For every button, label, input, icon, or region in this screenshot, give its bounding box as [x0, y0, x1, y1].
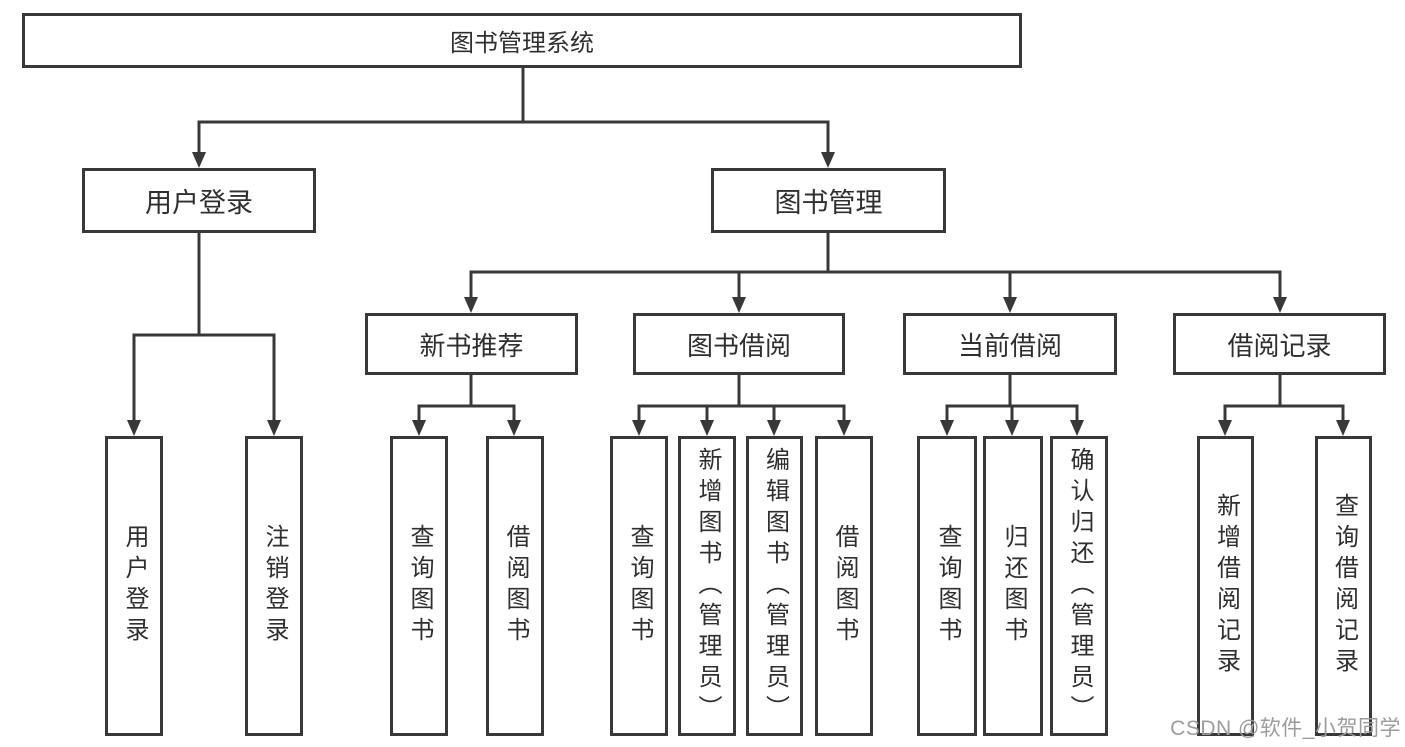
leaf-logout-label: 注销登录: [261, 524, 288, 648]
leaf-records-query-record-label: 查询借阅记录: [1330, 493, 1358, 679]
leaf-current-confirm-return-admin: 确认归还（管理员）: [1050, 436, 1108, 736]
leaf-current-query-books: 查询图书: [917, 436, 977, 736]
leaf-recommend-query-books-label: 查询图书: [406, 524, 433, 648]
node-new-book-recommendation: 新书推荐: [365, 313, 578, 375]
leaf-logout: 注销登录: [245, 436, 303, 736]
leaf-borrowing-edit-books-admin-label: 编辑图书（管理员）: [761, 446, 789, 726]
node-current-borrowing-label: 当前借阅: [957, 330, 1062, 361]
leaf-borrowing-add-books-admin: 新增图书（管理员）: [678, 436, 736, 736]
node-user-login: 用户登录: [82, 168, 316, 233]
connector-root-to-level2: [192, 66, 835, 168]
csdn-watermark: CSDN @软件_小贺同学: [1170, 717, 1401, 740]
node-book-borrowing-label: 图书借阅: [686, 330, 791, 361]
connector-user-login-children: [127, 231, 281, 436]
leaf-borrowing-edit-books-admin: 编辑图书（管理员）: [746, 436, 803, 736]
connector-current-borrowing-children: [940, 373, 1084, 436]
connector-borrowing-records-children: [1218, 373, 1350, 436]
leaf-current-return-books-label: 归还图书: [1000, 524, 1027, 648]
leaf-records-query-record: 查询借阅记录: [1315, 436, 1372, 736]
node-borrowing-records: 借阅记录: [1173, 313, 1386, 375]
connector-book-borrowing-children: [632, 373, 851, 436]
leaf-user-login: 用户登录: [105, 436, 163, 736]
connector-new-book-recommendation-children: [412, 373, 521, 436]
node-library-management-system: 图书管理系统: [22, 13, 1022, 68]
leaf-borrowing-query-books-label: 查询图书: [626, 524, 653, 648]
node-user-login-label: 用户登录: [145, 188, 253, 218]
leaf-recommend-query-books: 查询图书: [390, 436, 448, 736]
leaf-current-return-books: 归还图书: [983, 436, 1043, 736]
leaf-recommend-borrow-books: 借阅图书: [486, 436, 544, 736]
connector-book-management-children: [464, 231, 1287, 313]
leaf-borrowing-add-books-admin-label: 新增图书（管理员）: [694, 446, 721, 726]
leaf-user-login-label: 用户登录: [121, 524, 148, 648]
leaf-records-add-record: 新增借阅记录: [1197, 436, 1254, 736]
leaf-current-query-books-label: 查询图书: [934, 524, 961, 648]
leaf-borrowing-borrow-books-label: 借阅图书: [831, 524, 858, 648]
leaf-borrowing-borrow-books: 借阅图书: [815, 436, 873, 736]
node-current-borrowing: 当前借阅: [903, 313, 1117, 375]
node-library-management-system-label: 图书管理系统: [450, 30, 594, 57]
leaf-current-confirm-return-admin-label: 确认归还（管理员）: [1066, 446, 1093, 726]
node-book-borrowing: 图书借阅: [633, 313, 845, 375]
leaf-records-add-record-label: 新增借阅记录: [1212, 493, 1240, 679]
node-book-management: 图书管理: [711, 168, 946, 233]
leaf-borrowing-query-books: 查询图书: [610, 436, 668, 736]
node-borrowing-records-label: 借阅记录: [1227, 330, 1332, 361]
node-new-book-recommendation-label: 新书推荐: [419, 330, 524, 361]
node-book-management-label: 图书管理: [774, 188, 883, 218]
leaf-recommend-borrow-books-label: 借阅图书: [502, 524, 529, 648]
